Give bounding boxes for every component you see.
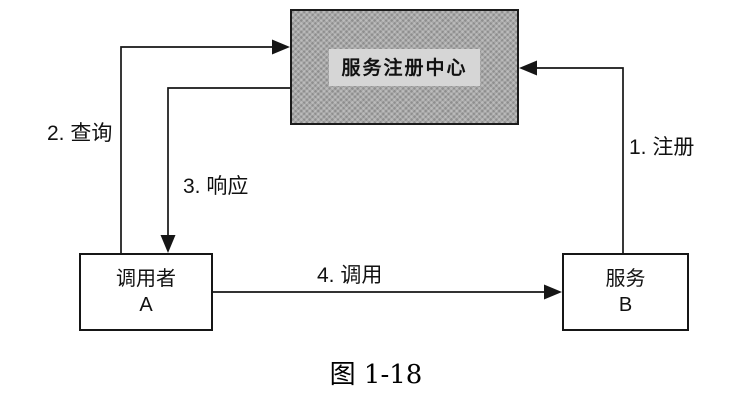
caller-a-box: 调用者 A	[79, 253, 213, 331]
registry-label: 服务注册中心	[329, 48, 480, 86]
caller-a-name: 调用者	[116, 268, 176, 290]
arrowhead-query	[272, 39, 290, 55]
service-b-box: 服务 B	[562, 253, 689, 331]
arrowhead-register	[519, 60, 537, 76]
arrow-label-query: 2. 查询	[47, 122, 113, 145]
arrowhead-call	[544, 284, 562, 300]
service-b-id: B	[618, 294, 633, 316]
arrow-label-response: 3. 响应	[183, 175, 249, 198]
registry-box: 服务注册中心	[290, 9, 519, 125]
arrowhead-response	[160, 235, 176, 253]
arrow-query-line	[120, 46, 277, 253]
figure-caption: 图 1-18	[329, 360, 423, 390]
arrow-register-line	[532, 67, 624, 253]
service-b-name: 服务	[605, 268, 646, 290]
arrow-response-line	[167, 87, 291, 240]
caller-a-id: A	[139, 294, 153, 316]
arrow-label-call: 4. 调用	[317, 264, 383, 287]
arrow-label-register: 1. 注册	[629, 136, 695, 159]
